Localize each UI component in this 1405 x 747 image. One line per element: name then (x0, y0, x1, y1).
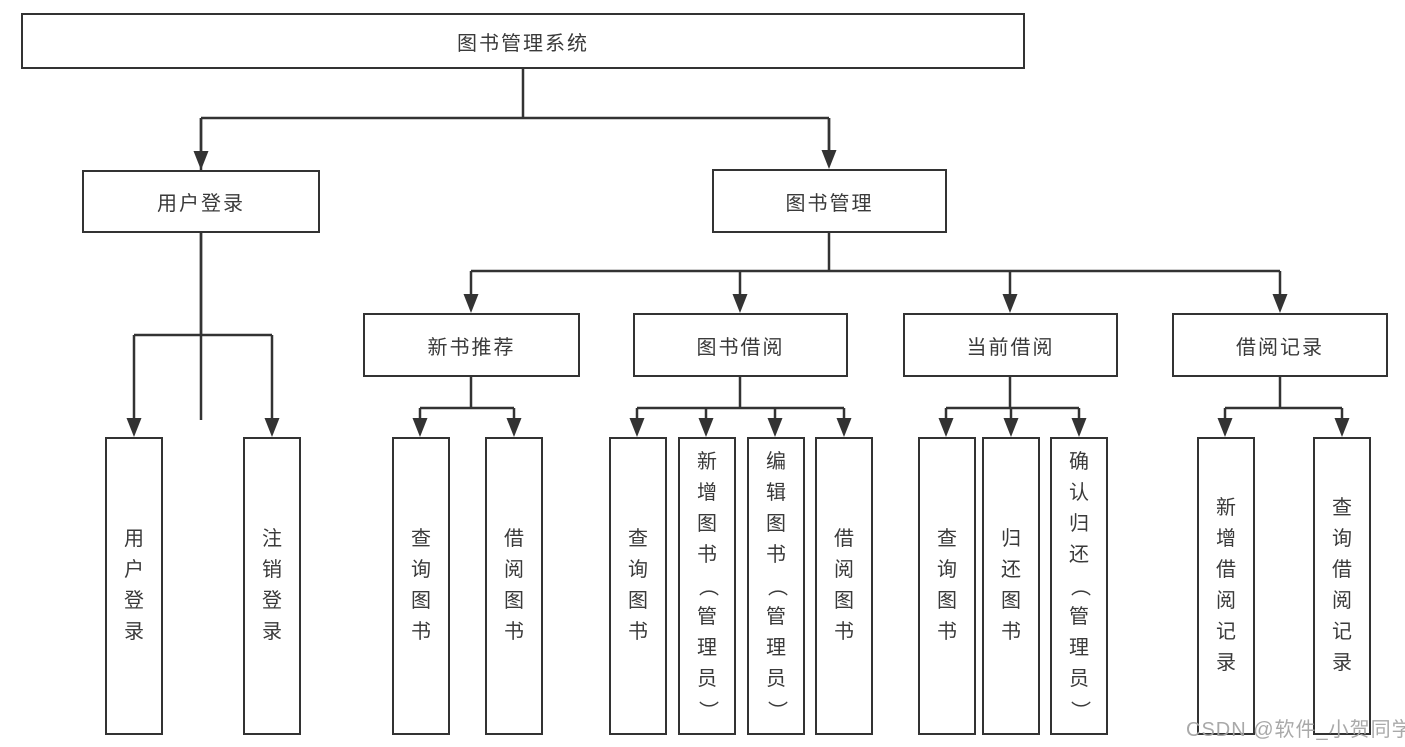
node-label: 新增借阅记录 (1216, 497, 1236, 674)
node-label: 借阅记录 (1236, 336, 1324, 359)
leaf-query-books: 查询图书 (392, 437, 450, 735)
node-label: 借阅图书 (504, 528, 524, 643)
leaf-query-books: 查询图书 (918, 437, 976, 735)
node-label: 查询图书 (628, 528, 648, 643)
node-label: 查询图书 (411, 528, 431, 643)
leaf-user-login: 用户登录 (105, 437, 163, 735)
node-label: 新增图书（管理员） (696, 450, 719, 721)
node-current-borrowing: 当前借阅 (903, 313, 1118, 377)
node-user-login: 用户登录 (82, 170, 320, 233)
csdn-watermark: CSDN @软件_小贺同学 (1186, 719, 1405, 741)
node-borrowing-records: 借阅记录 (1172, 313, 1388, 377)
leaf-add-borrow-record: 新增借阅记录 (1197, 437, 1255, 735)
node-label: 图书借阅 (696, 336, 785, 359)
node-label: 查询借阅记录 (1332, 497, 1352, 674)
leaf-borrow-books: 借阅图书 (815, 437, 873, 735)
node-label: 新书推荐 (427, 336, 516, 359)
node-book-borrowing: 图书借阅 (633, 313, 848, 377)
node-label: 当前借阅 (966, 336, 1055, 359)
leaf-query-books: 查询图书 (609, 437, 667, 735)
leaf-return-books: 归还图书 (982, 437, 1040, 735)
node-label: 确认归还（管理员） (1068, 450, 1091, 721)
node-new-book-recommendation: 新书推荐 (363, 313, 580, 377)
node-label: 借阅图书 (834, 528, 854, 643)
node-label: 编辑图书（管理员） (765, 450, 788, 721)
leaf-confirm-return-admin: 确认归还（管理员） (1050, 437, 1108, 735)
node-label: 图书管理系统 (457, 32, 589, 55)
node-label: 用户登录 (124, 528, 144, 643)
node-label: 查询图书 (937, 528, 957, 643)
node-label: 注销登录 (262, 528, 282, 643)
leaf-query-borrow-record: 查询借阅记录 (1313, 437, 1371, 735)
node-book-management: 图书管理 (712, 169, 947, 233)
node-label: 用户登录 (157, 193, 245, 215)
leaf-borrow-books: 借阅图书 (485, 437, 543, 735)
node-label: 图书管理 (785, 192, 874, 215)
node-label: 归还图书 (1001, 528, 1021, 643)
leaf-edit-books-admin: 编辑图书（管理员） (747, 437, 805, 735)
node-library-management-system: 图书管理系统 (21, 13, 1025, 69)
leaf-add-books-admin: 新增图书（管理员） (678, 437, 736, 735)
leaf-logout-login: 注销登录 (243, 437, 301, 735)
